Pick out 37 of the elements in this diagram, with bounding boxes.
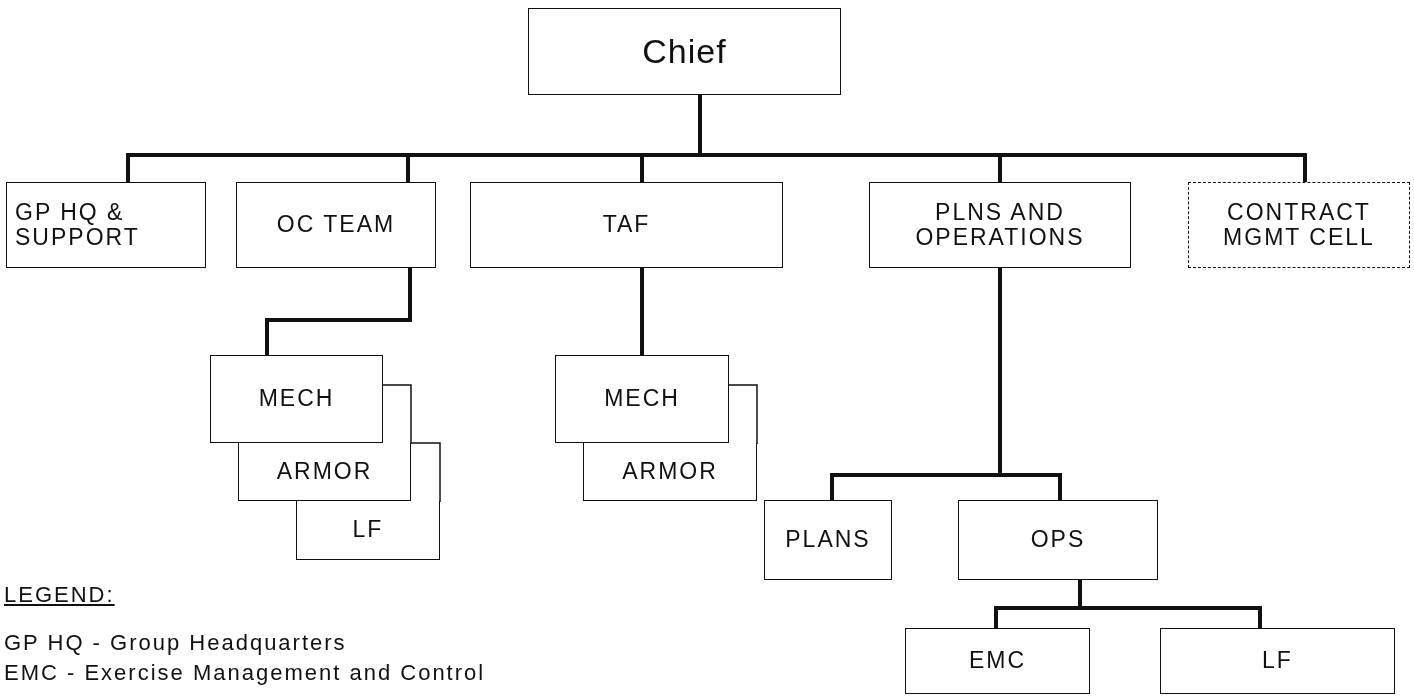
org-box bbox=[958, 500, 1158, 580]
unit-name: PLANS bbox=[785, 527, 871, 553]
unit-name: LF bbox=[352, 517, 384, 543]
unit-name: TAF bbox=[602, 212, 651, 238]
org-box bbox=[905, 628, 1090, 694]
unit-name: Chief bbox=[642, 32, 727, 71]
org-box bbox=[6, 182, 206, 268]
org-box bbox=[296, 501, 440, 560]
unit-name: OPS bbox=[1030, 527, 1086, 553]
org-box bbox=[583, 443, 757, 501]
org-box bbox=[238, 443, 411, 501]
org-box bbox=[236, 182, 436, 268]
org-box bbox=[1188, 182, 1410, 268]
connector-line bbox=[640, 268, 644, 355]
unit-name: MECH bbox=[258, 386, 335, 412]
org-box bbox=[528, 8, 841, 95]
org-box bbox=[869, 182, 1131, 268]
org-box bbox=[210, 355, 383, 443]
org-box bbox=[1160, 628, 1395, 694]
unit-name: CONTRACT MGMT CELL bbox=[1222, 199, 1376, 251]
unit-name: OC TEAM bbox=[276, 212, 396, 238]
legend-entry: GP HQ - Group Headquarters bbox=[4, 630, 348, 656]
unit-name: LF bbox=[1262, 648, 1293, 674]
connector-line bbox=[998, 268, 1062, 500]
unit-name: MECH bbox=[604, 386, 680, 412]
unit-name: ARMOR bbox=[276, 458, 373, 485]
connector-line bbox=[265, 268, 412, 355]
legend-entry: EMC - Exercise Management and Control bbox=[4, 660, 486, 686]
org-box bbox=[555, 355, 729, 443]
unit-name: GP HQ & SUPPORT bbox=[15, 199, 141, 251]
legend-heading: LEGEND: bbox=[4, 582, 116, 608]
org-box bbox=[470, 182, 783, 268]
unit-name: EMC bbox=[968, 648, 1027, 674]
unit-name: PLNS AND OPERATIONS bbox=[914, 199, 1086, 251]
org-box bbox=[764, 500, 892, 580]
unit-name: ARMOR bbox=[622, 458, 718, 485]
connector-line bbox=[1078, 580, 1262, 628]
